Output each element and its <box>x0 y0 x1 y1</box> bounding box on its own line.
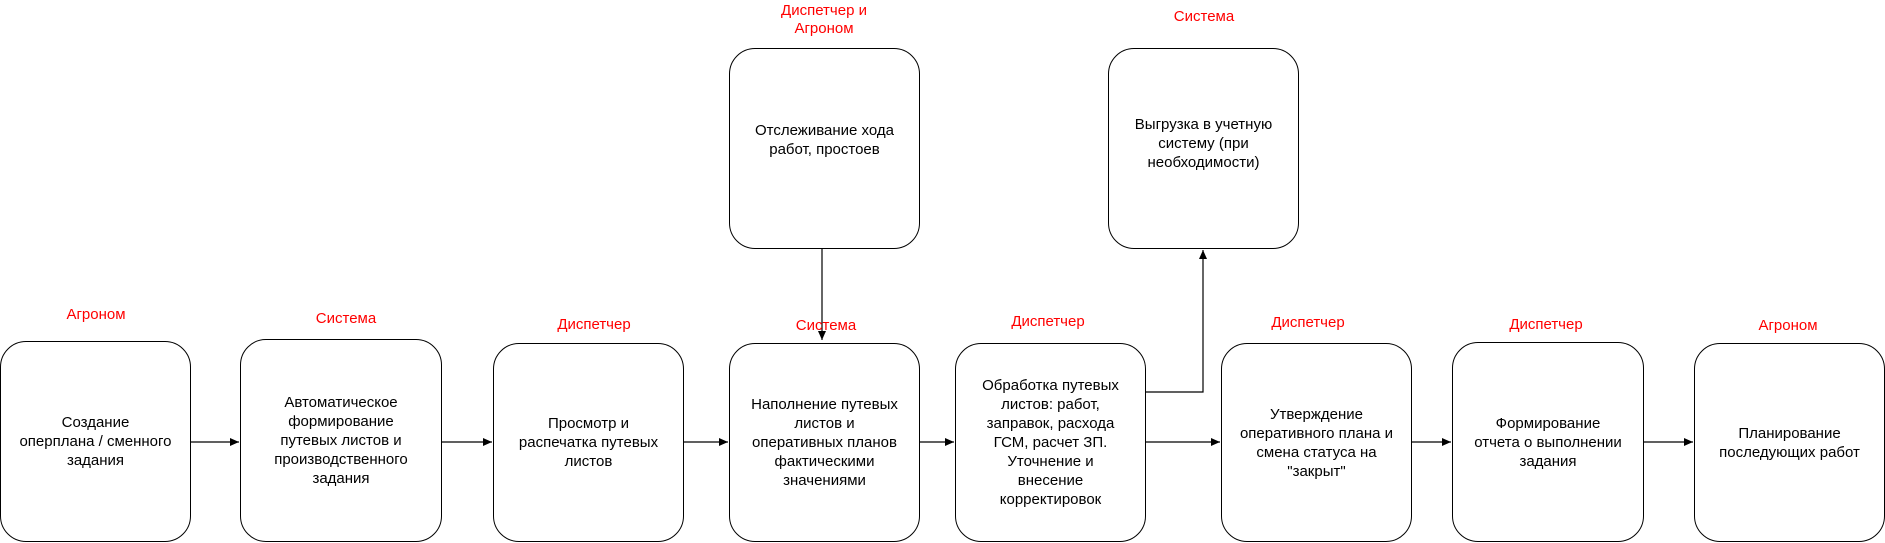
node-label: Утверждение оперативного плана и смена с… <box>1239 405 1394 480</box>
node-label: Формирование отчета о выполнении задания <box>1474 414 1622 470</box>
node-track-progress[interactable]: Отслеживание хода работ, простоев <box>729 48 920 249</box>
role-track-progress: Диспетчер и Агроном <box>781 2 867 37</box>
node-auto-waybills[interactable]: Автоматическое формирование путевых лист… <box>240 339 442 542</box>
role-report: Диспетчер <box>1509 316 1583 333</box>
node-report[interactable]: Формирование отчета о выполнении задания <box>1452 342 1644 542</box>
node-label: Автоматическое формирование путевых лист… <box>274 394 408 487</box>
node-process-waybills[interactable]: Обработка путевых листов: работ, заправо… <box>955 343 1146 542</box>
node-export[interactable]: Выгрузка в учетную систему (при необходи… <box>1108 48 1299 249</box>
role-view-print: Диспетчер <box>557 316 631 333</box>
node-plan-next[interactable]: Планирование последующих работ <box>1694 343 1885 542</box>
role-plan-next: Агроном <box>1758 317 1818 334</box>
node-view-print[interactable]: Просмотр и распечатка путевых листов <box>493 343 684 542</box>
role-export: Система <box>1173 8 1235 25</box>
role-create-plan: Агроном <box>66 306 126 323</box>
node-create-plan[interactable]: Создание оперплана / сменного задания <box>0 341 191 542</box>
edge-process-to-export <box>1145 250 1207 393</box>
role-auto-waybills: Система <box>315 310 377 327</box>
node-fill-actuals[interactable]: Наполнение путевых листов и оперативных … <box>729 343 920 542</box>
role-fill-actuals: Система <box>795 317 857 334</box>
node-label: Планирование последующих работ <box>1719 424 1860 461</box>
node-label: Создание оперплана / сменного задания <box>19 414 172 469</box>
role-process-waybills: Диспетчер <box>1011 313 1085 330</box>
node-label: Обработка путевых листов: работ, заправо… <box>982 377 1119 508</box>
node-approve-plan[interactable]: Утверждение оперативного плана и смена с… <box>1221 343 1412 542</box>
node-label: Наполнение путевых листов и оперативных … <box>751 396 898 489</box>
role-approve-plan: Диспетчер <box>1271 314 1345 331</box>
node-label: Отслеживание хода работ, простоев <box>755 122 894 158</box>
node-label: Выгрузка в учетную систему (при необходи… <box>1134 116 1273 171</box>
node-label: Просмотр и распечатка путевых листов <box>518 415 659 470</box>
